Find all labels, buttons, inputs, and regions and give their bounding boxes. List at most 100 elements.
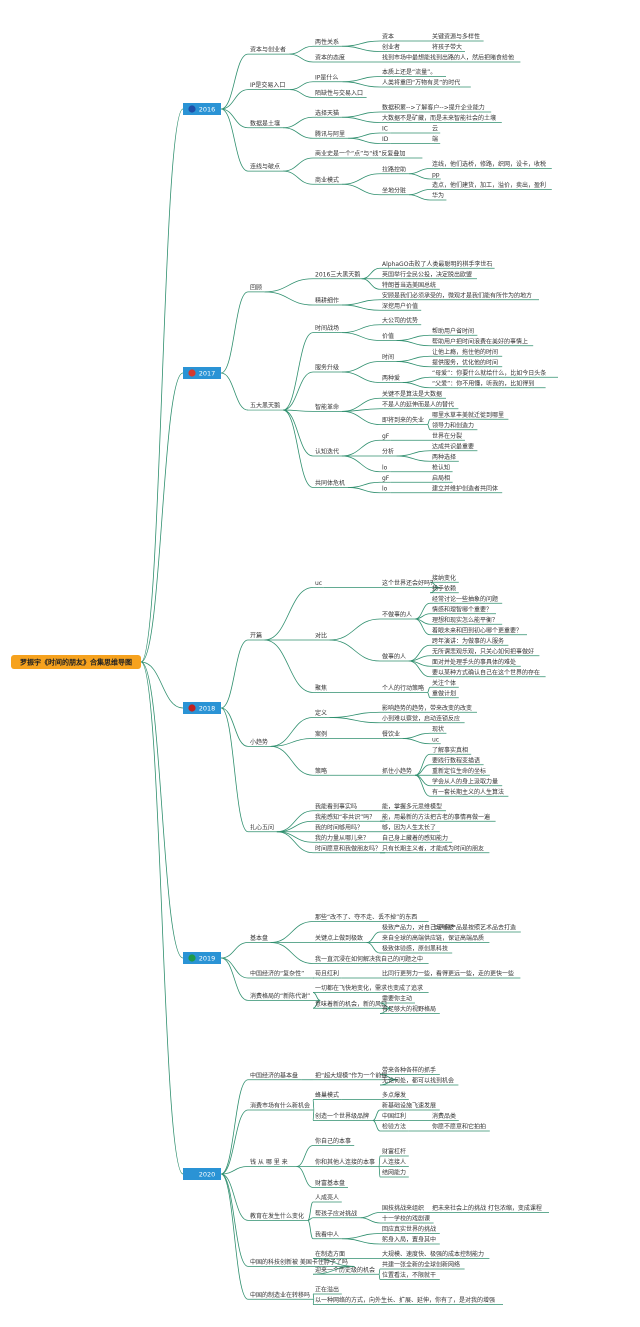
mind-node[interactable]: 精耕细作: [315, 297, 339, 305]
mind-node[interactable]: 结网能力: [382, 1169, 406, 1177]
mind-node[interactable]: 中国的科技创新被 美国卡住脖子了吗: [250, 1258, 348, 1266]
mind-node[interactable]: 腾讯与阿里: [315, 130, 345, 138]
mind-node[interactable]: 时间愿意和我做朋友吗？: [315, 844, 381, 852]
mind-node[interactable]: 比同行更努力一些，看得更远一些，走的更快一些: [382, 970, 514, 978]
mind-node[interactable]: 服务升级: [315, 364, 339, 372]
mind-node[interactable]: 只有长期主义者，才能成为时间的朋友: [382, 844, 484, 852]
mind-node[interactable]: 躬身入局，置身其中: [382, 1236, 436, 1244]
mind-node[interactable]: 我的力量从哪儿来？: [315, 834, 369, 842]
mind-node[interactable]: 陌缺性与交易入口: [315, 89, 363, 97]
mind-node[interactable]: 启局相: [432, 474, 450, 482]
mind-node[interactable]: 重做计划: [432, 689, 456, 697]
mind-node[interactable]: IP是什么: [315, 73, 338, 81]
mind-node[interactable]: 把未来社会上的挑战 打包浓缩，变成课程: [432, 1204, 542, 1212]
mind-node[interactable]: 意味着新的机会，新的风口: [315, 1000, 387, 1008]
mind-node[interactable]: 案例: [315, 730, 327, 738]
mind-node[interactable]: 建立并维护创造者共同体: [432, 484, 498, 492]
mind-node[interactable]: 创造一个世界级品牌: [315, 1112, 369, 1120]
mind-node[interactable]: ID: [382, 136, 389, 143]
mind-node[interactable]: 国技挑战来组织: [382, 1204, 424, 1212]
mind-node[interactable]: 卡萨帝产品是按照艺术品去打造: [432, 924, 516, 932]
mind-node[interactable]: 我的时间够用吗？: [315, 823, 363, 831]
mind-node[interactable]: uc: [432, 736, 439, 743]
mind-node[interactable]: 我一直沉浸在如何解决我自己的问题之中: [315, 955, 423, 963]
mind-node[interactable]: 新基础设施飞速发展: [382, 1102, 436, 1110]
mind-node[interactable]: 端: [432, 135, 438, 143]
mind-node[interactable]: 深挖用户价值: [382, 302, 418, 310]
mind-node[interactable]: 找到市场中最想能找到出路的人，然后把赌食给他: [382, 54, 514, 62]
mind-node[interactable]: 钱 从 哪 里 来: [250, 1158, 288, 1166]
mind-node[interactable]: 你愿不愿意和它拍拍: [432, 1123, 486, 1131]
mind-node[interactable]: 时间: [382, 353, 394, 361]
mind-node[interactable]: 要践行数程变描语: [432, 756, 480, 764]
mind-node[interactable]: lo: [382, 464, 388, 471]
mind-node[interactable]: 云: [432, 126, 438, 133]
mind-node[interactable]: 大规模、速度快、极强的成本控制能力: [382, 1250, 484, 1258]
mind-node[interactable]: 个人的行动策略: [382, 684, 424, 692]
mind-node[interactable]: 正在溢出: [315, 1286, 339, 1294]
mind-node[interactable]: 价值: [382, 332, 394, 340]
mind-node[interactable]: 聚焦: [315, 684, 327, 692]
mind-node[interactable]: 财富基本盘: [315, 1179, 345, 1187]
mind-node[interactable]: 将孩子带大: [432, 43, 462, 51]
mind-node[interactable]: lo: [382, 485, 388, 492]
mind-node[interactable]: 回顾: [250, 284, 262, 291]
mind-node[interactable]: 关键资源与多样性: [432, 33, 480, 41]
mind-node[interactable]: 华为: [432, 192, 444, 200]
mind-node[interactable]: 两种爱: [382, 374, 400, 382]
mind-node[interactable]: 你自己的本事: [315, 1137, 351, 1145]
mind-node[interactable]: IC: [382, 126, 388, 133]
mind-node[interactable]: 够，因为人生太长了: [382, 823, 436, 831]
mind-node[interactable]: 商业模式: [315, 176, 339, 184]
mind-node[interactable]: 抓住小趋势: [382, 767, 412, 775]
mind-node[interactable]: 无论何处，都可以找到机会: [382, 1077, 454, 1085]
mind-node[interactable]: 两种选择: [432, 453, 456, 461]
year-node-2016[interactable]: 2016: [183, 103, 221, 115]
mind-node[interactable]: uc: [315, 580, 322, 587]
mind-node[interactable]: 资本的态度: [315, 54, 345, 62]
mind-node[interactable]: 世界在分裂: [432, 432, 462, 440]
mind-node[interactable]: 消费格局的“新陈代谢”: [250, 992, 310, 1000]
mind-node[interactable]: 领导力和创造力: [432, 421, 474, 429]
mind-node[interactable]: 共建一张全新的全球创新网络: [382, 1261, 460, 1269]
year-node-2017[interactable]: 2017: [183, 367, 221, 379]
mind-node[interactable]: 坐地分赃: [382, 186, 406, 194]
mind-node[interactable]: 拉路控助: [382, 165, 406, 173]
mind-node[interactable]: 中国的制造业在转移吗: [250, 1291, 310, 1299]
mind-node[interactable]: 影响趋势的趋势，带来改变的改变: [382, 704, 472, 712]
mind-node[interactable]: 无所谓悲观乐观，只关心如何把事做好: [432, 647, 534, 655]
mind-node[interactable]: 连线，他们选桥，修路，织网，设卡，收税: [432, 160, 546, 168]
mind-node[interactable]: 在制造方面: [315, 1250, 345, 1258]
mind-node[interactable]: 安顾是我们必须承受的，微观才是我们能有所作为的地方: [382, 291, 532, 299]
mind-node[interactable]: 现状: [432, 725, 444, 733]
mind-node[interactable]: 能，用最新的方法把古老的事情再做一遍: [382, 813, 490, 821]
mind-node[interactable]: 人连接人: [382, 1158, 406, 1166]
mind-node[interactable]: gF: [382, 475, 390, 482]
mind-node[interactable]: 蜂巢模式: [315, 1091, 339, 1099]
mind-node[interactable]: 迎来一个历史级的机会: [315, 1266, 375, 1274]
mind-node[interactable]: 不做事的人: [382, 611, 412, 619]
mind-node[interactable]: 着眼未来和回到初心哪个更重要？: [432, 626, 522, 634]
mind-node[interactable]: 位置看法，不限就干: [382, 1271, 436, 1279]
mind-node[interactable]: 开篇: [250, 632, 262, 640]
mind-node[interactable]: 学会从人的身上汲取力量: [432, 777, 498, 785]
year-node-2020[interactable]: 2020: [183, 1168, 221, 1180]
mind-node[interactable]: 教育在发生什么变化: [250, 1212, 304, 1220]
mind-node[interactable]: 重新定位生命的坐标: [432, 767, 486, 775]
mind-node[interactable]: 要以某种方式确认自己在这个世界的存在: [432, 668, 540, 676]
mind-node[interactable]: 小到难以察觉，启动连锁反应: [382, 714, 460, 722]
mind-node[interactable]: 英国举行全民公投，决定脱出欧盟: [382, 270, 472, 278]
mind-node[interactable]: 检验方法: [382, 1123, 406, 1131]
mind-node[interactable]: 十一学校的戏剧课: [382, 1215, 430, 1223]
mind-node[interactable]: 数据是土壤: [250, 119, 280, 127]
mind-node[interactable]: 时间战场: [315, 324, 339, 332]
mind-node[interactable]: “父爱”：你不用懂，听我的，比如得到: [432, 379, 534, 387]
mind-node[interactable]: 有足够大的视野格局: [382, 1005, 436, 1013]
mind-node[interactable]: 即将到来的失业: [382, 416, 424, 424]
mind-node[interactable]: 以一种网络的方式，向外生长、扩展、延伸，你有了，是对我的增强: [315, 1296, 495, 1304]
mind-node[interactable]: 帮孩子应对挑战: [315, 1209, 357, 1217]
mind-node[interactable]: 哪里水草丰美就迁徙到哪里: [432, 411, 504, 419]
mind-node[interactable]: 连线与破点: [250, 163, 280, 171]
mind-node[interactable]: 自己身上藏着的感知能力: [382, 834, 448, 842]
mind-node[interactable]: 回应真实世界的挑战: [382, 1225, 436, 1233]
